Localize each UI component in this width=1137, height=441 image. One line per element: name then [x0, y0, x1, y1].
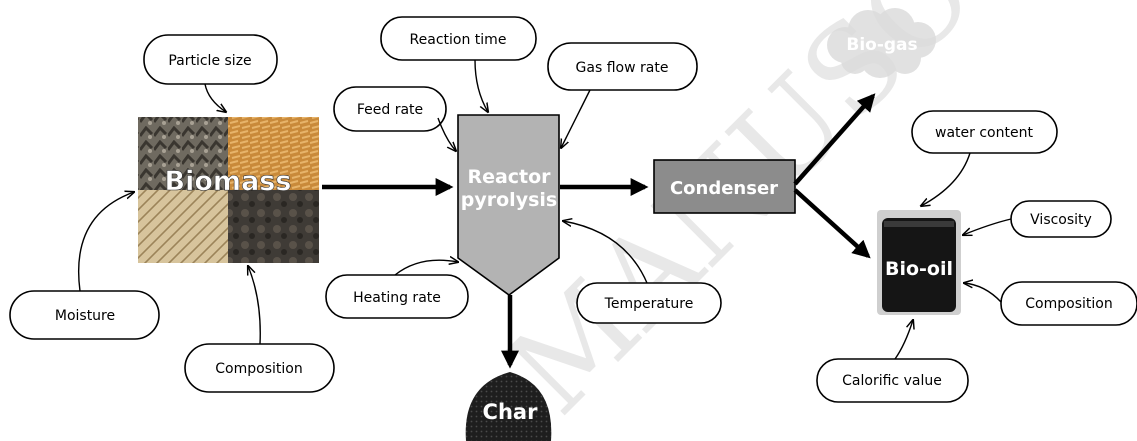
param-heating-rate: Heating rate [325, 260, 469, 319]
param-water-content: water content [911, 110, 1058, 206]
param-particle-size: Particle size [143, 34, 278, 112]
biomass-node: Biomass [138, 117, 319, 263]
biomass-label: Biomass [165, 166, 292, 197]
biogas-label: Bio-gas [846, 35, 917, 55]
param-reaction-time: Reaction time [380, 16, 537, 112]
param-particle-size-text: Particle size [168, 53, 251, 69]
param-feed-rate: Feed rate [333, 86, 456, 151]
param-temperature-text: Temperature [604, 296, 694, 312]
param-calorific-value: Calorific value [816, 320, 969, 403]
char-node: Char [465, 372, 552, 441]
condenser-to-biooil-arrow [793, 188, 871, 259]
param-composition-biomass-text: Composition [215, 361, 302, 377]
param-temperature: Temperature [563, 221, 722, 324]
biooil-label: Bio-oil [885, 258, 953, 280]
reactor-label-line2: pyrolysis [461, 189, 557, 211]
param-gas-flow-rate-text: Gas flow rate [576, 60, 669, 76]
biogas-node: Bio-gas [827, 8, 936, 78]
param-composition-oil: Composition [964, 282, 1137, 326]
param-heating-rate-text: Heating rate [353, 290, 441, 306]
param-reaction-time-text: Reaction time [410, 32, 507, 48]
condenser-label: Condenser [670, 178, 778, 199]
biooil-node: Bio-oil [877, 210, 961, 315]
char-label: Char [483, 400, 539, 424]
param-gas-flow-rate: Gas flow rate [547, 42, 698, 148]
reactor-node: Reactor pyrolysis [457, 114, 560, 296]
param-viscosity-text: Viscosity [1030, 212, 1092, 228]
condenser-to-biogas-arrow [793, 93, 876, 186]
param-viscosity: Viscosity [963, 200, 1112, 238]
param-feed-rate-text: Feed rate [357, 102, 423, 118]
reactor-label-line1: Reactor [467, 166, 551, 188]
param-moisture-text: Moisture [55, 308, 115, 324]
condenser-node: Condenser [653, 159, 796, 214]
param-moisture: Moisture [9, 192, 160, 340]
param-calorific-value-text: Calorific value [842, 373, 942, 389]
param-composition-biomass: Composition [184, 266, 335, 393]
param-water-content-text: water content [935, 125, 1033, 141]
param-composition-oil-text: Composition [1025, 296, 1112, 312]
